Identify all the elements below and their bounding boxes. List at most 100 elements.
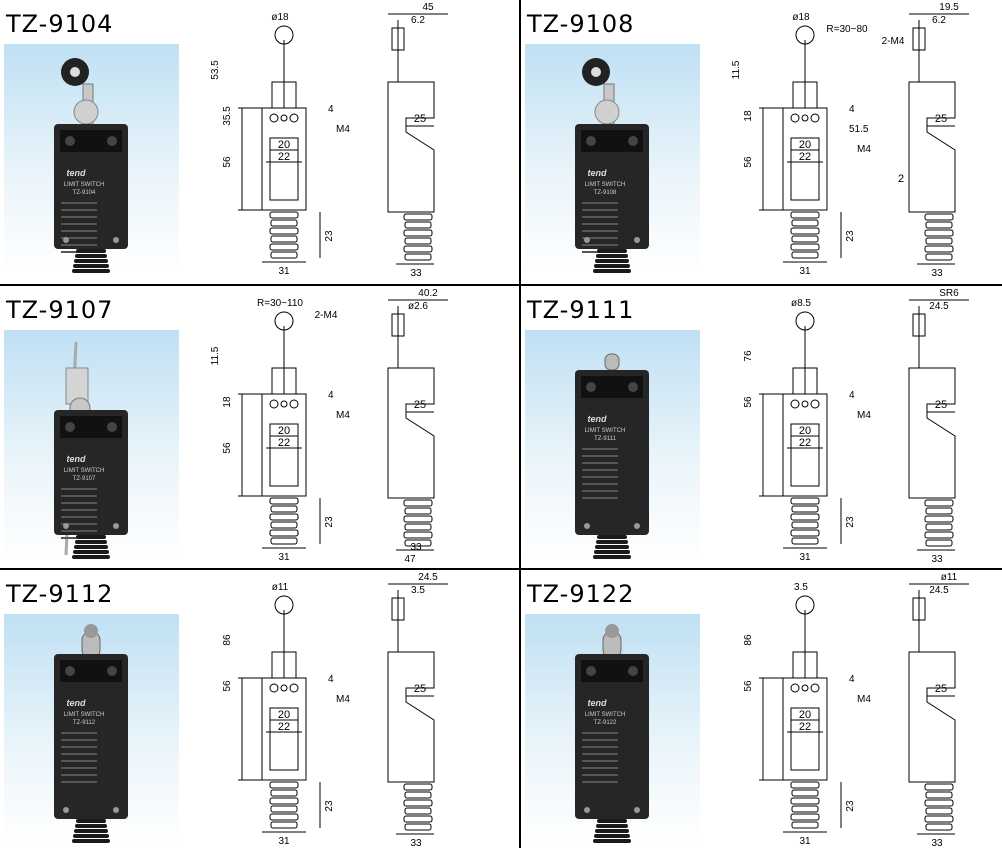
- dimension-label: 56: [222, 442, 233, 454]
- dimension-label: 23: [324, 230, 335, 242]
- dimension-label: 56: [743, 156, 754, 168]
- dimension-label: 31: [799, 836, 811, 847]
- dimension-label: 33: [931, 838, 943, 849]
- dimension-label: 56: [743, 396, 754, 408]
- dimension-label: 11.5: [731, 60, 742, 79]
- dimension-label: M4: [336, 410, 350, 421]
- dimension-label: 3.5: [411, 585, 425, 596]
- brand-label: tend: [67, 698, 87, 708]
- dimension-label: 23: [845, 800, 856, 812]
- type-label: LIMIT SWITCH: [64, 468, 105, 474]
- dimension-label: 20: [278, 139, 290, 151]
- dimension-label: M4: [857, 694, 871, 705]
- dimension-label: 33: [931, 554, 943, 565]
- model-label: TZ-9122: [594, 720, 617, 726]
- dimension-label: 51.5: [849, 124, 869, 135]
- dimension-label: 25: [935, 683, 947, 695]
- type-label: LIMIT SWITCH: [64, 182, 105, 188]
- dimension-label: 25: [414, 683, 426, 695]
- brand-label: tend: [67, 454, 87, 464]
- dimension-label: 22: [278, 721, 290, 733]
- dimension-label: 24.5: [418, 572, 438, 583]
- dimension-label: 6.2: [411, 15, 425, 26]
- dimension-label: 20: [799, 709, 811, 721]
- dimension-label: 33: [410, 838, 422, 849]
- dimension-label: R=30~110: [257, 298, 303, 309]
- dimension-label: 76: [743, 350, 754, 362]
- dimension-label: 22: [278, 151, 290, 163]
- dimension-label: ø2.6: [408, 301, 428, 312]
- dimension-label: 3.5: [794, 582, 808, 593]
- dimension-label: 33: [410, 542, 422, 553]
- dimension-label: 45: [422, 2, 434, 13]
- dimension-label: 23: [845, 516, 856, 528]
- brand-label: tend: [67, 168, 87, 178]
- dimension-drawing: R=30~1102-M411.518564M42022233140.2ø2.62…: [210, 288, 448, 565]
- dimension-label: 2-M4: [315, 310, 338, 321]
- model-label: TZ-9111: [594, 436, 616, 442]
- dimension-label: 23: [845, 230, 856, 242]
- dimension-label: 20: [799, 139, 811, 151]
- divider-horizontal-2: [0, 568, 1002, 570]
- model-title: TZ-9108: [527, 10, 635, 38]
- dimension-label: 4: [328, 674, 334, 685]
- dimension-label: 20: [799, 425, 811, 437]
- dimension-label: 25: [414, 399, 426, 411]
- dimension-label: 4: [849, 104, 855, 115]
- dimension-label: ø11: [941, 572, 958, 583]
- dimension-label: 31: [278, 266, 290, 277]
- dimension-label: 4: [328, 390, 334, 401]
- type-label: LIMIT SWITCH: [585, 428, 626, 434]
- dimension-label: 24.5: [929, 301, 949, 312]
- dimension-label: 33: [410, 268, 422, 279]
- dimension-label: 25: [414, 113, 426, 125]
- dimension-label: 24.5: [929, 585, 949, 596]
- model-label: TZ-9104: [73, 190, 96, 196]
- dimension-label: 19.5: [939, 2, 959, 13]
- dimension-label: 2: [898, 173, 904, 185]
- model-title: TZ-9107: [6, 296, 114, 324]
- dimension-label: ø18: [792, 12, 810, 23]
- dimension-label: 31: [278, 552, 290, 563]
- dimension-label: 20: [278, 425, 290, 437]
- dimension-label: 23: [324, 516, 335, 528]
- model-title: TZ-9112: [6, 580, 114, 608]
- model-title: TZ-9122: [527, 580, 635, 608]
- dimension-label: M4: [857, 144, 871, 155]
- dimension-label: 4: [849, 390, 855, 401]
- dimension-label: 56: [222, 680, 233, 692]
- dimension-label: 35.5: [222, 106, 233, 126]
- brand-label: tend: [588, 168, 608, 178]
- model-label: TZ-9108: [594, 190, 617, 196]
- dimension-label: 22: [799, 151, 811, 163]
- dimension-label: R=30~80: [826, 24, 868, 35]
- type-label: LIMIT SWITCH: [585, 182, 626, 188]
- dimension-label: 22: [799, 437, 811, 449]
- dimension-label: M4: [336, 694, 350, 705]
- dimension-label: 23: [324, 800, 335, 812]
- dimension-label: ø11: [272, 582, 289, 593]
- divider-vertical: [519, 0, 521, 848]
- type-label: LIMIT SWITCH: [585, 712, 626, 718]
- model-label: TZ-9107: [73, 476, 96, 482]
- brand-label: tend: [588, 414, 608, 424]
- dimension-label: 56: [222, 156, 233, 168]
- dimension-label: 86: [743, 634, 754, 646]
- divider-horizontal-1: [0, 284, 1002, 286]
